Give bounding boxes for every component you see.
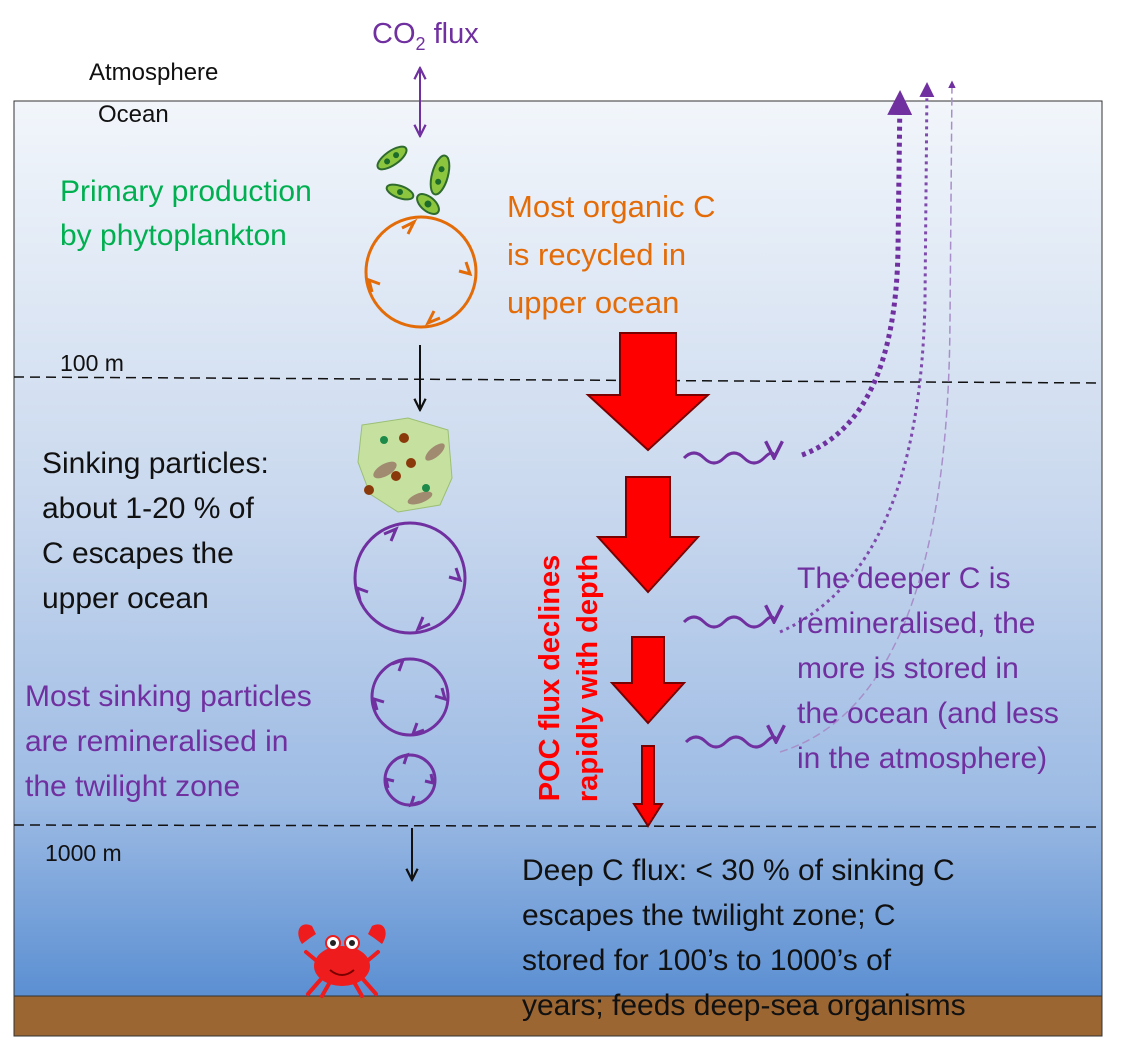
- sinking-particles-label: Sinking particles: about 1-20 % of C esc…: [42, 447, 269, 615]
- deep-flux-label: Deep C flux: < 30 % of sinking C escapes…: [522, 854, 966, 1022]
- seafloor: [13, 995, 1103, 1037]
- poc-flux-arrow-4: [632, 745, 664, 828]
- wavy-arrow-2: [682, 617, 774, 629]
- primary-production-label: Primary production by phytoplankton: [60, 175, 312, 252]
- purple-loop-large: [353, 521, 467, 635]
- dotted-return-path-thick: [801, 90, 913, 458]
- wavy-arrow-3: [684, 737, 776, 749]
- poc-flux-label: POC flux declines rapidly with depth: [534, 553, 604, 803]
- phytoplankton-icon: [376, 145, 451, 215]
- recycled-label: Most organic C is recycled in upper ocea…: [507, 189, 716, 320]
- marine-snow-particle-icon: [357, 417, 453, 513]
- depth-label-100m: 100 m: [60, 350, 124, 376]
- ocean-water: [13, 100, 1103, 998]
- depth-line-1000m: [13, 824, 1103, 828]
- remineralised-label: Most sinking particles are remineralised…: [25, 680, 312, 803]
- co2-flux-label: CO2 flux: [372, 18, 479, 54]
- atmosphere-label: Atmosphere: [89, 59, 219, 86]
- poc-flux-arrow-3: [609, 636, 687, 725]
- poc-flux-arrow-1: [585, 332, 711, 452]
- purple-loop-small: [383, 752, 437, 808]
- depth-label-1000m: 1000 m: [45, 840, 122, 866]
- purple-loop-medium: [370, 657, 450, 737]
- deeper-c-label: The deeper C is remineralised, the more …: [797, 562, 1059, 775]
- poc-flux-arrow-2: [595, 476, 701, 594]
- crab-icon: [298, 924, 386, 998]
- dotted-return-path-medium: [779, 82, 935, 634]
- depth-line-100m: [13, 376, 1103, 384]
- orange-recycling-loop: [364, 215, 478, 329]
- wavy-arrow-1: [682, 453, 774, 465]
- dotted-return-path-thin: [779, 80, 956, 753]
- ocean-label: Ocean: [98, 101, 169, 128]
